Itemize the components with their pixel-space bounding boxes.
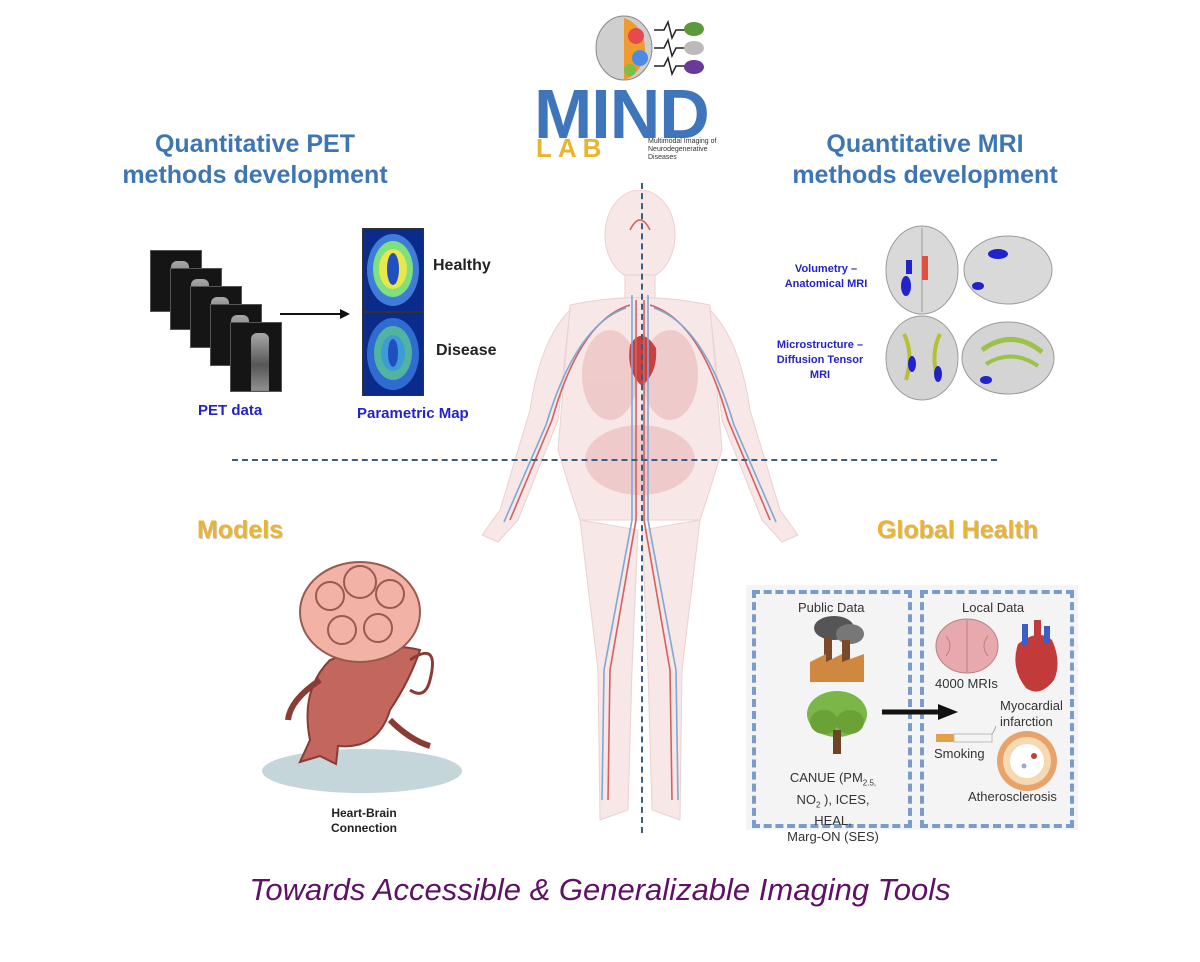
footer-tagline: Towards Accessible & Generalizable Imagi… [249, 872, 951, 907]
local-data-box [920, 590, 1074, 828]
myo-line1: Myocardial [1000, 698, 1063, 713]
myo-line2: infarction [1000, 714, 1053, 729]
pet-map-healthy [362, 228, 424, 312]
canue-text: CANUE (PM2.5, NO2 ), ICES, HEAL, Marg-ON… [778, 770, 888, 845]
pet-quadrant-title: Quantitative PET methods development [100, 129, 410, 191]
horizontal-divider [232, 459, 997, 461]
pet-frame [230, 322, 282, 392]
disease-label: Disease [436, 342, 497, 359]
volumetry-line1: Volumetry – [794, 263, 858, 275]
global-health-title: Global Health [876, 516, 1039, 544]
public-data-box [752, 590, 912, 828]
volumetry-label: Volumetry – Anatomical MRI [770, 262, 882, 292]
healthy-label: Healthy [433, 257, 491, 274]
local-data-label: Local Data [962, 600, 1025, 615]
heart-brain-illustration [262, 561, 462, 793]
micro-line3: MRI [809, 369, 831, 381]
factory-icon [810, 616, 864, 682]
logo-sub-text: LAB [536, 133, 608, 163]
pet-data-label: PET data [198, 402, 263, 419]
models-title: Models [196, 516, 284, 544]
atherosclerosis-label: Atherosclerosis [968, 789, 1057, 804]
public-data-label: Public Data [798, 600, 865, 615]
canue-line2: NO2 ), ICES, HEAL, [796, 791, 870, 829]
logo-main-text: MIND [534, 75, 710, 153]
vertical-divider [641, 183, 643, 833]
heart-brain-caption: Heart-Brain Connection [304, 806, 424, 836]
mri-title-line1: Quantitative MRI [826, 130, 1024, 158]
myocardial-label: Myocardial infarction [1000, 698, 1072, 730]
mind-lab-logo: MIND LAB Multimodal Imaging of Neurodege… [532, 12, 757, 172]
pet-title-line1: Quantitative PET [154, 130, 356, 158]
micro-line1: Microstructure – [776, 339, 864, 351]
pet-title-line2: methods development [122, 161, 388, 189]
mris-label: 4000 MRIs [935, 676, 998, 691]
micro-line2: Diffusion Tensor [776, 354, 864, 366]
cigarette-icon [936, 726, 997, 743]
canue-line3: Marg-ON (SES) [787, 829, 879, 845]
smoking-label: Smoking [934, 746, 985, 761]
mri-quadrant-title: Quantitative MRI methods development [775, 129, 1075, 191]
heart-organ-icon [1015, 620, 1058, 692]
volumetry-line2: Anatomical MRI [784, 278, 868, 290]
pet-map-disease [362, 312, 424, 396]
canue-line1: CANUE (PM2.5, [789, 770, 877, 788]
parametric-map-label: Parametric Map [357, 405, 469, 422]
tree-icon [807, 691, 867, 754]
brain-logo-icon [595, 15, 704, 81]
arrow-right-icon [280, 309, 350, 319]
mri-brain-images [885, 225, 1055, 401]
mri-title-line2: methods development [792, 161, 1058, 189]
caption-line1: Heart-Brain [331, 806, 397, 820]
arrow-right-icon [882, 704, 958, 720]
pet-data-frames [150, 250, 290, 395]
microstructure-label: Microstructure – Diffusion Tensor MRI [757, 338, 883, 383]
caption-line2: Connection [331, 821, 397, 835]
logo-tagline: Multimodal Imaging of Neurodegenerative … [648, 138, 717, 161]
artery-icon [997, 731, 1057, 791]
brain-mri-icon [935, 618, 999, 674]
